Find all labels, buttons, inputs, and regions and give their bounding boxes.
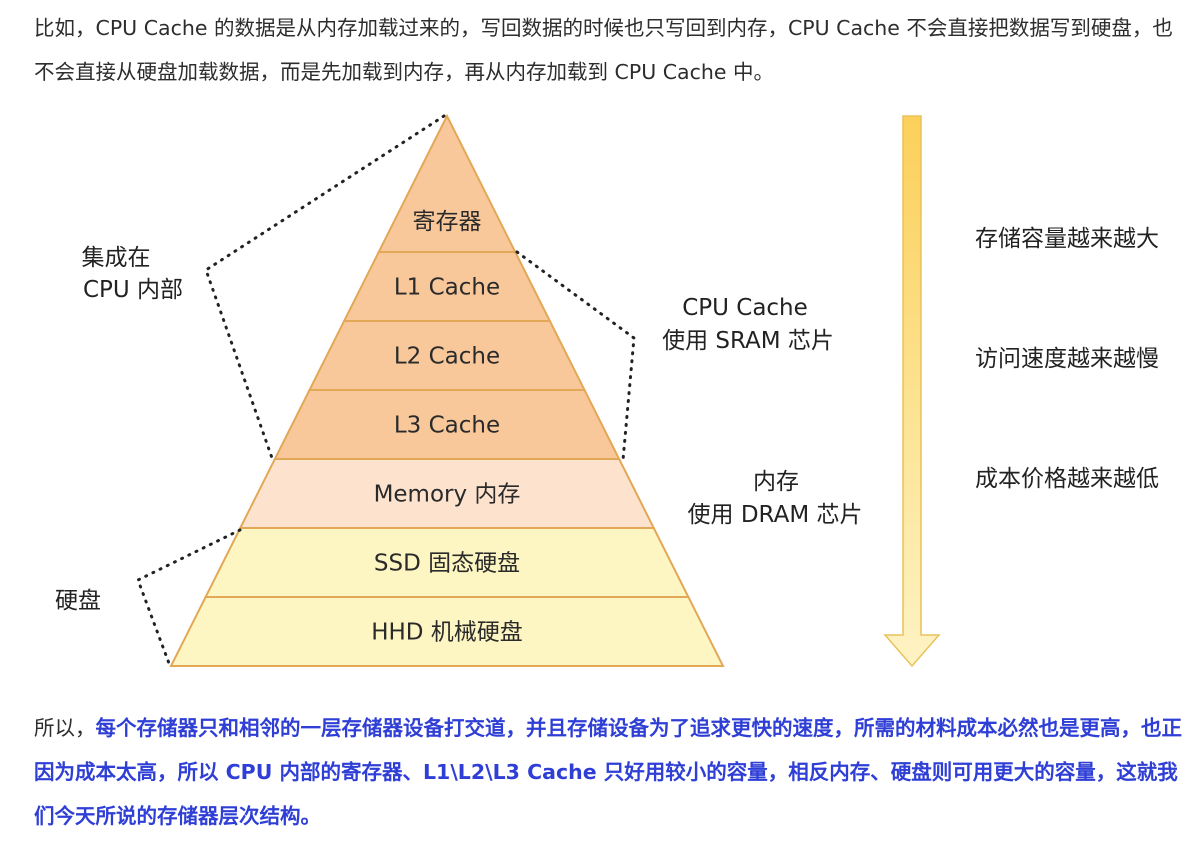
pyramid-layer: [169, 596, 725, 667]
trend-capacity-label: 存储容量越来越大: [975, 226, 1159, 252]
cpu-internal-bracket: [204, 114, 446, 460]
trend-arrow: [883, 115, 941, 668]
pyramid-layer-label: SSD 固态硬盘: [374, 551, 520, 577]
conclusion-paragraph: 所以，每个存储器只和相邻的一层存储器设备打交道，并且存储设备为了追求更快的速度，…: [34, 706, 1184, 838]
disk-bracket: [136, 528, 242, 668]
cpu-internal-label-line2: CPU 内部: [83, 277, 183, 303]
sram-label-line2: 使用 SRAM 芯片: [662, 328, 834, 354]
pyramid-layer-label: L1 Cache: [394, 275, 500, 301]
sram-bracket: [515, 250, 636, 462]
trend-speed-label: 访问速度越来越慢: [975, 346, 1159, 372]
pyramid-layer-label: 寄存器: [413, 209, 482, 235]
pyramid-layer-label: L3 Cache: [394, 413, 500, 439]
pyramid-layer-label: HHD 机械硬盘: [371, 620, 523, 646]
trend-cost-label: 成本价格越来越低: [975, 466, 1159, 492]
disk-label: 硬盘: [55, 588, 101, 614]
pyramid-layer-label: Memory 内存: [374, 482, 521, 508]
dram-label-line2: 使用 DRAM 芯片: [688, 502, 863, 528]
dram-label-line1: 内存: [753, 469, 799, 495]
conclusion-emphasis: 每个存储器只和相邻的一层存储器设备打交道，并且存储设备为了追求更快的速度，所需的…: [34, 716, 1182, 828]
sram-label-line1: CPU Cache: [682, 295, 808, 321]
pyramid-layer-label: L2 Cache: [394, 344, 500, 370]
conclusion-prefix: 所以，: [34, 716, 96, 740]
intro-paragraph: 比如，CPU Cache 的数据是从内存加载过来的，写回数据的时候也只写回到内存…: [34, 16, 1173, 84]
cpu-internal-label-line1: 集成在: [82, 245, 151, 271]
